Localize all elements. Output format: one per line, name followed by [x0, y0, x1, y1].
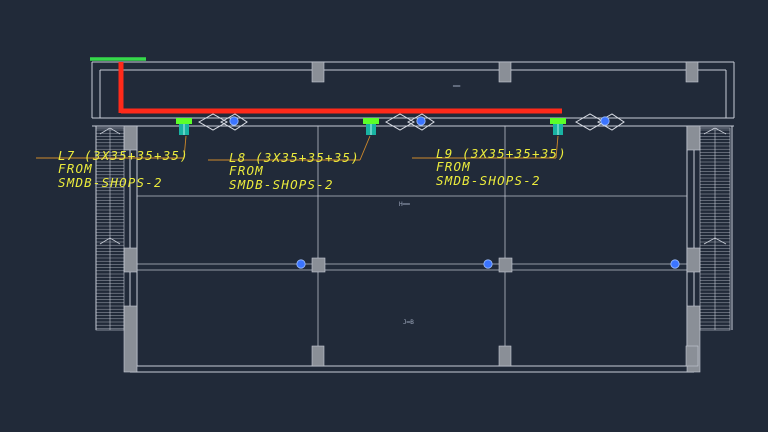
light-fixture-icon [483, 259, 493, 269]
column [311, 61, 325, 83]
column [123, 125, 138, 151]
column [498, 257, 513, 273]
room-tag-middle: H══ [399, 201, 410, 208]
distribution-panel-icon [363, 118, 379, 135]
column [498, 345, 512, 367]
electrical-devices [176, 113, 680, 269]
circuit-from: FROM [229, 163, 264, 178]
distribution-panel-icon [176, 118, 192, 135]
distribution-panel-icon [550, 118, 566, 135]
building-walls [91, 61, 735, 373]
structural-columns [123, 61, 701, 373]
double-luminaire-icon [197, 113, 248, 131]
column [685, 61, 699, 83]
circuit-label-l9: L9 (3X35+35+35) FROM SMDB-SHOPS-2 [436, 146, 567, 188]
column [498, 61, 512, 83]
column [123, 305, 138, 373]
column [311, 257, 326, 273]
light-fixture-icon [416, 116, 426, 126]
circuit-source: SMDB-SHOPS-2 [436, 173, 541, 188]
circuit-from: FROM [436, 159, 471, 174]
column [686, 247, 701, 273]
circuit-id: L8 (3X35+35+35) [229, 150, 360, 165]
double-luminaire-icon [384, 113, 435, 131]
light-fixture-icon [600, 116, 610, 126]
circuit-label-l7: L7 (3X35+35+35) FROM SMDB-SHOPS-2 [58, 148, 189, 190]
staircase-icon [95, 127, 731, 331]
circuit-id: L7 (3X35+35+35) [58, 148, 189, 163]
circuit-source: SMDB-SHOPS-2 [58, 175, 163, 190]
column [123, 247, 138, 273]
light-fixture-icon [296, 259, 306, 269]
grid-lines [137, 126, 687, 366]
circuit-source: SMDB-SHOPS-2 [229, 177, 334, 192]
leader-lines [36, 135, 559, 161]
circuit-label-l8: L8 (3X35+35+35) FROM SMDB-SHOPS-2 [229, 150, 360, 192]
circuit-from: FROM [58, 161, 93, 176]
light-fixture-icon [229, 116, 239, 126]
circuit-id: L9 (3X35+35+35) [436, 146, 567, 161]
column [686, 125, 701, 151]
double-luminaire-icon [574, 113, 625, 131]
light-fixture-icon [670, 259, 680, 269]
room-tag-bottom: J═B [403, 319, 414, 326]
room-tag-top: ══ [452, 83, 461, 90]
column [685, 345, 699, 367]
column [311, 345, 325, 367]
